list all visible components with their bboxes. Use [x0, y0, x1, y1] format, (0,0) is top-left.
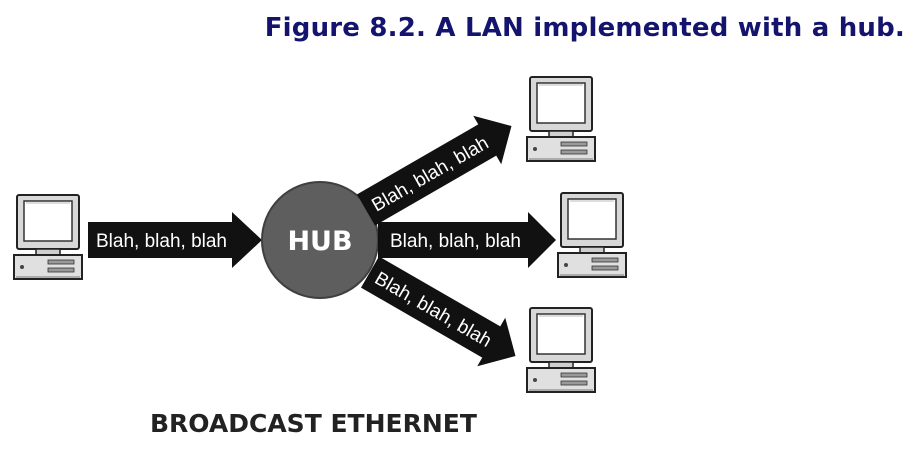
- figure-title: Figure 8.2. A LAN implemented with a hub…: [264, 13, 905, 43]
- inbound-arrow: Blah, blah, blah: [88, 212, 262, 268]
- outbound-arrow-bottom: Blah, blah, blah: [361, 256, 516, 367]
- diagram-caption: BROADCAST ETHERNET: [150, 409, 477, 438]
- receiver-computer-bottom-icon: [526, 307, 596, 393]
- outbound-arrow-middle-label: Blah, blah, blah: [390, 231, 521, 252]
- receiver-computer-middle-icon: [557, 192, 627, 278]
- hub-node: HUB: [261, 181, 379, 299]
- outbound-arrow-top: Blah, blah, blah: [357, 115, 512, 226]
- receiver-computer-top-icon: [526, 76, 596, 162]
- outbound-arrow-bottom-label: Blah, blah, blah: [371, 268, 495, 352]
- outbound-arrow-middle: Blah, blah, blah: [378, 212, 556, 268]
- inbound-arrow-label: Blah, blah, blah: [96, 231, 227, 252]
- hub-label: HUB: [287, 226, 352, 257]
- outbound-arrow-top-label: Blah, blah, blah: [368, 133, 492, 217]
- sender-computer-icon: [13, 194, 83, 280]
